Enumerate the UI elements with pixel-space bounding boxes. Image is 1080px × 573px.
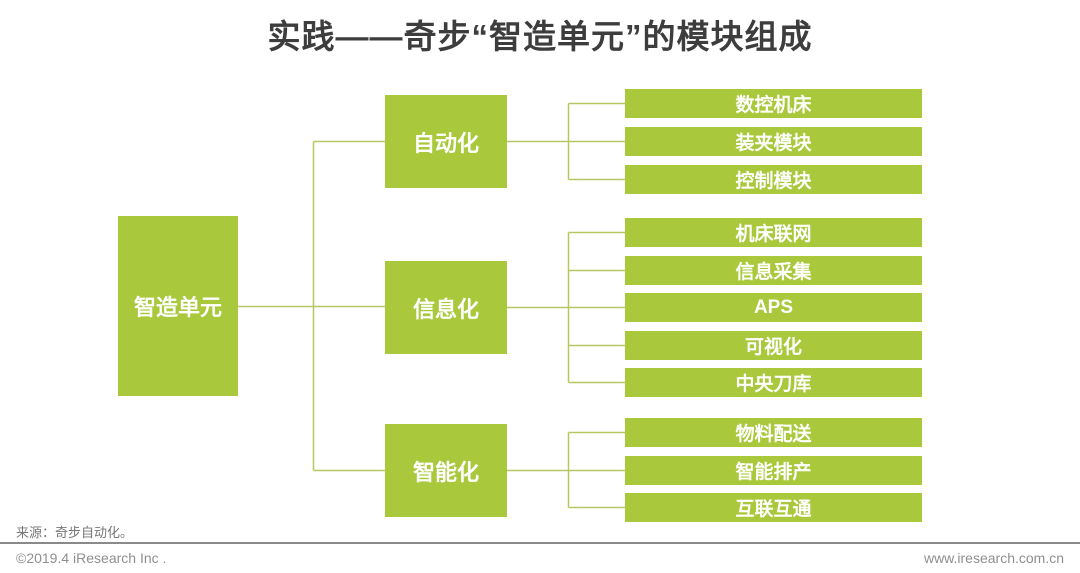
leaf-node: 信息采集: [625, 256, 922, 285]
leaf-node: APS: [625, 293, 922, 322]
leaf-node: 智能排产: [625, 456, 922, 485]
group-node-informatization: 信息化: [385, 261, 507, 354]
copyright-text: ©2019.4 iResearch Inc .: [16, 550, 167, 566]
page-title: 实践——奇步“智造单元”的模块组成: [267, 18, 813, 55]
leaf-node: 机床联网: [625, 218, 922, 247]
website-text: www.iresearch.com.cn: [923, 550, 1064, 566]
leaf-node: 可视化: [625, 331, 922, 360]
group-node-automation: 自动化: [385, 95, 507, 188]
leaf-node: 装夹模块: [625, 127, 922, 156]
leaf-node: 数控机床: [625, 89, 922, 118]
connector-group: [238, 102, 625, 509]
source-note: 来源：奇步自动化。: [16, 525, 134, 540]
footer-divider: [0, 542, 1080, 544]
leaf-node: 中央刀库: [625, 368, 922, 397]
leaf-node: 控制模块: [625, 165, 922, 194]
root-node-smart-unit: 智造单元: [118, 216, 238, 396]
group-node-intelligence: 智能化: [385, 424, 507, 517]
leaf-node: 物料配送: [625, 418, 922, 447]
leaf-node: 互联互通: [625, 493, 922, 522]
